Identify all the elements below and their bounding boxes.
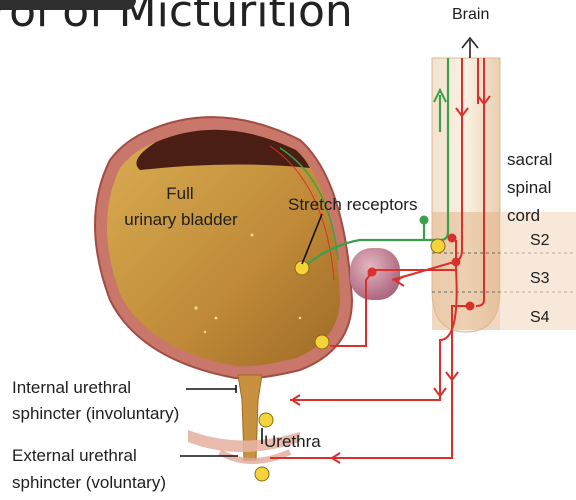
afferent-pathway-green (301, 58, 450, 269)
segment-s3-label: S3 (530, 270, 550, 287)
segment-s4-label: S4 (530, 309, 550, 326)
brain-label: Brain (452, 6, 490, 23)
external-sphincter-label-line1: External urethral (12, 446, 137, 465)
external-sphincter-label-line2: sphincter (voluntary) (12, 473, 167, 492)
efferent-arrows (290, 95, 491, 464)
green-receptor-bulb (419, 215, 429, 225)
internal-sphincter-label-line2: sphincter (involuntary) (12, 404, 180, 423)
sacral-spinal-cord (431, 57, 576, 333)
neuron-bodies (367, 233, 475, 311)
brain-arrow (461, 36, 479, 58)
stretch-receptors-label: Stretch receptors (288, 195, 418, 214)
internal-sphincter-label-line1: Internal urethral (12, 378, 132, 397)
sacral-label-line1: sacral (507, 150, 553, 169)
bladder-sparkles (194, 233, 302, 334)
leader-lines (180, 213, 323, 457)
segment-s2-label: S2 (530, 232, 550, 249)
bladder-label-line1: Full (166, 184, 194, 203)
urethra (188, 374, 300, 464)
urinary-bladder (94, 116, 354, 380)
sacral-label-line2: spinal (507, 178, 552, 197)
urethra-label: Urethra (264, 432, 321, 451)
receptor-dots (254, 238, 446, 482)
title-tab-block (0, 0, 136, 10)
sacral-label-line3: cord (507, 206, 541, 225)
bladder-label-line2: urinary bladder (124, 210, 238, 229)
